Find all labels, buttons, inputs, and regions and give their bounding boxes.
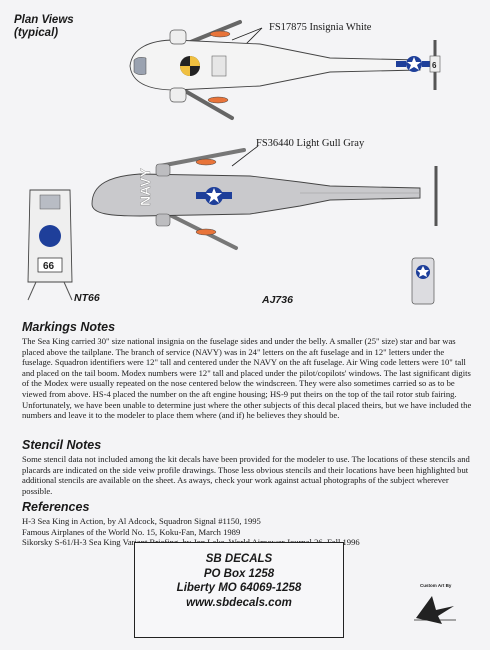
label-aj736: AJ736 — [262, 294, 293, 306]
markings-notes-title: Markings Notes — [22, 320, 116, 334]
nose-view-nt66: 66 — [27, 189, 73, 301]
label-nt66: NT66 — [74, 292, 100, 304]
navy-lettering: NAVY — [137, 167, 153, 206]
company-address-box: SB DECALS PO Box 1258 Liberty MO 64069-1… — [134, 542, 344, 638]
side-detail-aj736 — [411, 257, 435, 305]
website-link[interactable]: www.sbdecals.com — [186, 596, 292, 609]
city-line: Liberty MO 64069-1258 — [176, 582, 302, 594]
art-credit: Custom Art By — [420, 583, 452, 588]
plan-views-title: Plan Views (typical) — [14, 14, 74, 39]
stencil-notes-title: Stencil Notes — [22, 438, 102, 452]
callout-insignia-white: FS17875 Insignia White — [269, 22, 372, 33]
markings-notes-body: The Sea King carried 30" size national i… — [22, 336, 472, 421]
artist-logo-icon — [414, 596, 456, 624]
plan-views-drawing: 6 NAVY 66 — [27, 20, 441, 305]
company-name: SB DECALS — [205, 553, 273, 565]
bottom-view-helicopter: NAVY — [91, 148, 438, 250]
reference-item: H-3 Sea King in Action, by Al Adcock, Sq… — [22, 516, 261, 526]
po-box: PO Box 1258 — [203, 567, 275, 580]
callout-light-gull-gray: FS36440 Light Gull Gray — [256, 138, 365, 149]
reference-item: Famous Airplanes of the World No. 15, Ko… — [22, 526, 241, 537]
nose-number: 66 — [43, 261, 55, 272]
top-tail-number: 6 — [432, 61, 437, 70]
stencil-notes-body: Some stencil data not included among the… — [22, 454, 470, 496]
references-title: References — [22, 500, 90, 514]
top-view-helicopter: 6 — [129, 20, 441, 120]
